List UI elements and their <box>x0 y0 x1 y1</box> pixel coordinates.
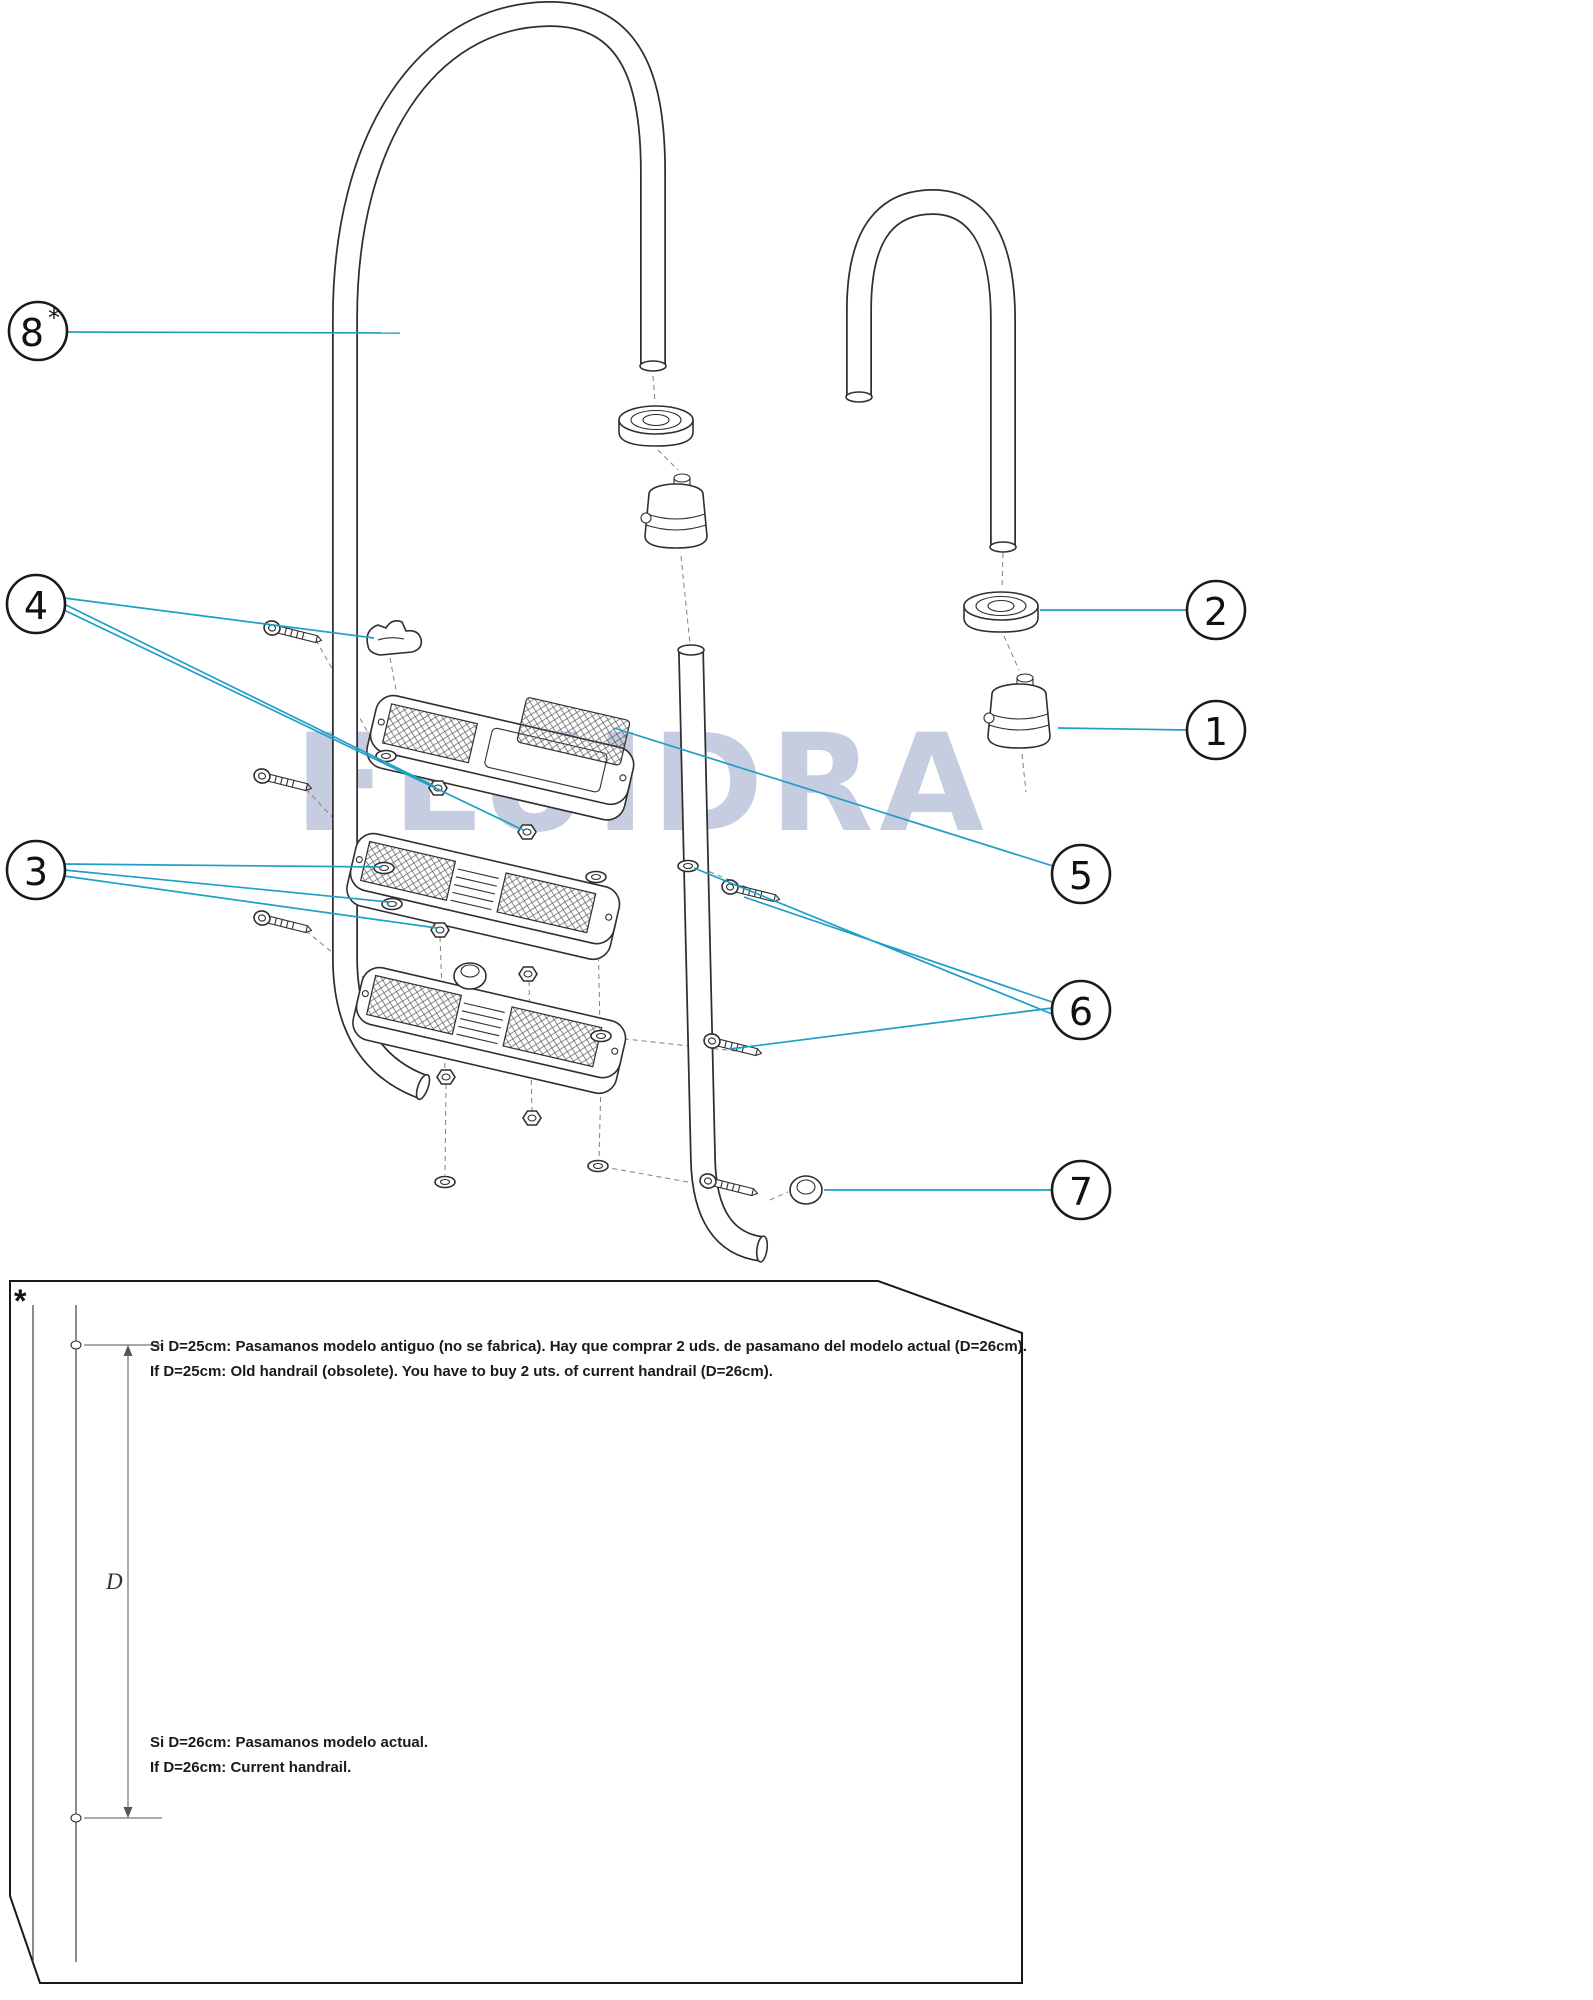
step-2 <box>346 832 621 961</box>
callout-7: 7 <box>1050 1159 1112 1221</box>
tread-insert <box>516 697 631 766</box>
callout-number: 8 <box>20 311 44 355</box>
anchor-body-right <box>983 673 1051 749</box>
washers <box>373 749 699 1189</box>
callout-circle <box>1050 979 1112 1041</box>
handrail-right <box>845 188 1017 553</box>
nut <box>517 824 537 840</box>
callout-3: 3 <box>5 839 67 901</box>
bolt <box>253 768 313 792</box>
note-asterisk: * <box>14 1283 27 1319</box>
callout-number: 2 <box>1204 590 1228 634</box>
dimension-arrow-down <box>123 1807 133 1818</box>
washer <box>677 859 699 873</box>
nut <box>430 922 450 938</box>
clamp-piece <box>366 620 423 656</box>
anchor-body-left <box>640 473 708 549</box>
callout-6: 6 <box>1050 979 1112 1041</box>
bolt <box>253 910 313 934</box>
bolt <box>699 1173 759 1197</box>
callout-circle <box>1185 579 1247 641</box>
callout-number: 6 <box>1069 990 1093 1034</box>
note-line-es-2: Si D=26cm: Pasamanos modelo actual. <box>150 1734 428 1751</box>
note-border <box>9 1280 1023 1984</box>
callout-number: 1 <box>1204 710 1228 754</box>
callout-circle <box>1050 1159 1112 1221</box>
escutcheon-ring-left <box>618 405 694 447</box>
step-1 <box>366 694 635 821</box>
callout-4: 4 <box>5 573 67 635</box>
callout-8: 8 * <box>7 300 69 362</box>
note-line-en-1: If D=25cm: Old handrail (obsolete). You … <box>150 1363 773 1380</box>
callout-2: 2 <box>1185 579 1247 641</box>
washer <box>381 897 403 911</box>
dimension-arrow-up <box>123 1345 133 1356</box>
dimension-label: D <box>105 1569 123 1594</box>
note-line-en-2: If D=26cm: Current handrail. <box>150 1759 351 1776</box>
callout-number: 5 <box>1069 854 1093 898</box>
end-cap <box>789 1175 823 1205</box>
anchor-point-bottom <box>70 1813 82 1823</box>
callout-circle <box>1185 699 1247 761</box>
callout-number: 4 <box>24 584 48 628</box>
ladder-leg-inner <box>677 644 769 1263</box>
bolt <box>263 620 323 644</box>
step-3 <box>352 966 627 1095</box>
nuts <box>428 780 542 1126</box>
callout-circle <box>7 300 69 362</box>
nut <box>436 1069 456 1085</box>
washer <box>373 861 395 875</box>
callout-circle <box>5 839 67 901</box>
washer <box>590 1029 612 1043</box>
leader-lines <box>63 331 1188 1191</box>
nut <box>518 966 538 982</box>
dome-cap <box>453 962 487 990</box>
note-box: * D Si D=25cm: Pasamanos modelo antiguo … <box>9 1280 1027 1984</box>
note-line-es-1: Si D=25cm: Pasamanos modelo antiguo (no … <box>150 1338 1027 1355</box>
escutcheon-ring-right <box>963 591 1039 633</box>
nut <box>522 1110 542 1126</box>
callout-5: 5 <box>1050 843 1112 905</box>
callout-asterisk: * <box>48 304 60 332</box>
callout-number: 7 <box>1069 1170 1093 1214</box>
callout-circle <box>5 573 67 635</box>
callout-1: 1 <box>1185 699 1247 761</box>
anchor-point-top <box>70 1340 82 1350</box>
washer <box>434 1175 456 1189</box>
callout-number: 3 <box>24 850 48 894</box>
washer <box>585 870 607 884</box>
washer <box>587 1159 609 1173</box>
callout-circle <box>1050 843 1112 905</box>
